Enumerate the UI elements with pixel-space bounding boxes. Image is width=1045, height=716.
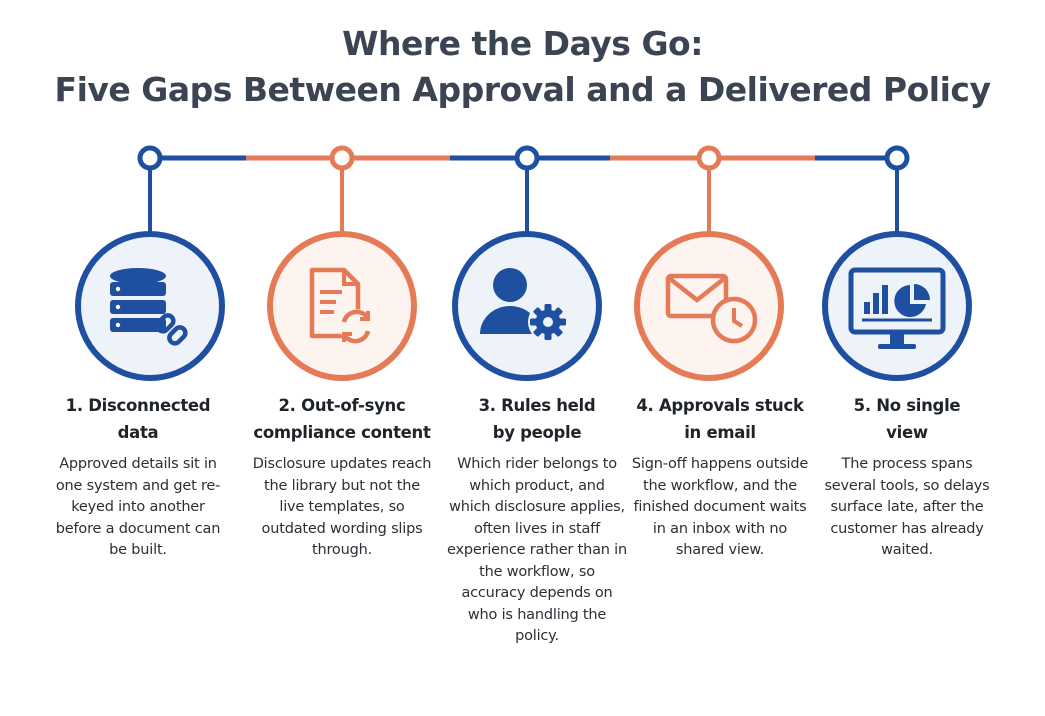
timeline-node-4 (696, 145, 722, 171)
step-2-heading: 2. Out-of-sync compliance content (252, 392, 432, 446)
step-5: 5. No single view The process spans seve… (817, 392, 997, 562)
timeline-node-2 (329, 145, 355, 171)
step-3-heading-line-1: 3. Rules held (478, 396, 596, 415)
step-2-heading-line-1: 2. Out-of-sync (278, 396, 406, 415)
icon-circle-3 (452, 231, 602, 381)
step-1-heading-line-1: 1. Disconnected (65, 396, 211, 415)
step-4: 4. Approvals stuck in email Sign-off hap… (630, 392, 810, 562)
timeline-node-1 (137, 145, 163, 171)
timeline-node-5 (884, 145, 910, 171)
document-sync-icon (309, 267, 373, 344)
icon-circle-5 (822, 231, 972, 381)
email-clock-icon (665, 273, 758, 344)
step-1-heading: 1. Disconnected data (48, 392, 228, 446)
step-5-heading-line-1: 5. No single (853, 396, 961, 415)
title-line-2: Five Gaps Between Approval and a Deliver… (54, 70, 991, 109)
step-4-heading-line-1: 4. Approvals stuck (636, 396, 804, 415)
step-5-body: The process spans several tools, so dela… (824, 456, 990, 558)
step-4-heading-line-2: in email (684, 423, 756, 442)
step-4-heading: 4. Approvals stuck in email (630, 392, 810, 446)
step-3-body: Which rider belongs to which product, an… (447, 456, 627, 644)
step-2-body: Disclosure updates reach the library but… (252, 456, 432, 558)
step-3: 3. Rules held by people Which rider belo… (447, 392, 627, 648)
timeline-node-3 (514, 145, 540, 171)
step-4-body: Sign-off happens outside the workflow, a… (631, 456, 809, 558)
database-link-icon (110, 268, 188, 346)
step-1-heading-line-2: data (117, 423, 159, 442)
icon-circle-1 (75, 231, 225, 381)
step-1-body: Approved details sit in one system and g… (55, 456, 221, 558)
step-5-heading: 5. No single view (817, 392, 997, 446)
step-1: 1. Disconnected data Approved details si… (48, 392, 228, 562)
person-gear-icon (480, 268, 568, 342)
step-5-heading-line-2: view (886, 423, 928, 442)
icon-circle-4 (634, 231, 784, 381)
icon-circle-2 (267, 231, 417, 381)
title-line-1: Where the Days Go: (342, 24, 703, 63)
dashboard-monitor-icon (848, 267, 946, 349)
step-2-heading-line-2: compliance content (253, 423, 431, 442)
step-3-heading: 3. Rules held by people (447, 392, 627, 446)
step-2: 2. Out-of-sync compliance content Disclo… (252, 392, 432, 562)
step-3-heading-line-2: by people (492, 423, 582, 442)
